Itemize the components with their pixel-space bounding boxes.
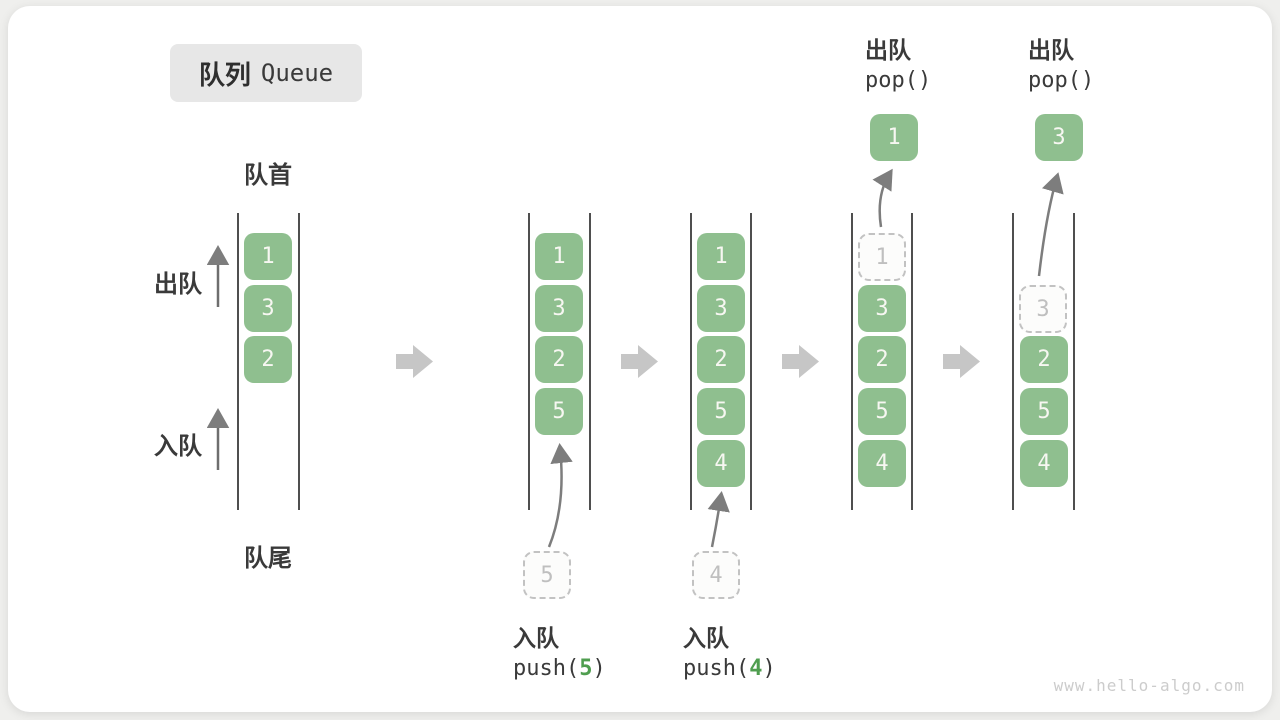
queue-item: 2 [697, 336, 745, 383]
op-label-zh: 出队 [1028, 37, 1074, 63]
incoming-item: 5 [523, 551, 571, 599]
label-queue-rear: 队尾 [244, 545, 292, 572]
op-arg: 5 [579, 656, 593, 681]
queue-item: 4 [858, 440, 906, 487]
op-close: ) [592, 656, 606, 681]
queue-item: 5 [535, 388, 583, 435]
ghost-item: 3 [1019, 285, 1067, 333]
op-label-zh: 入队 [683, 625, 729, 651]
queue-item: 1 [697, 233, 745, 280]
ghost-item: 1 [858, 233, 906, 281]
label-dequeue: 出队 [154, 271, 202, 298]
watermark: www.hello-algo.com [1053, 676, 1245, 695]
queue-wall-left [237, 213, 239, 510]
op-fn: push( [513, 656, 580, 681]
queue-item: 5 [697, 388, 745, 435]
queue-item: 2 [1020, 336, 1068, 383]
queue-item: 4 [697, 440, 745, 487]
queue-wall-left [528, 213, 530, 510]
op-arg: 4 [749, 656, 763, 681]
queue-item: 5 [858, 388, 906, 435]
queue-item: 1 [535, 233, 583, 280]
popped-item: 1 [870, 114, 918, 161]
title-en: Queue [260, 59, 334, 87]
op-label-code: pop() [865, 68, 932, 93]
op-label-code: push(4) [683, 656, 776, 681]
queue-item: 3 [535, 285, 583, 332]
op-label-code: push(5) [513, 656, 606, 681]
op-close: ) [762, 656, 776, 681]
queue-item: 5 [1020, 388, 1068, 435]
queue-wall-left [690, 213, 692, 510]
queue-item: 3 [244, 285, 292, 332]
label-queue-front: 队首 [244, 162, 292, 189]
op-label-code: pop() [1028, 68, 1095, 93]
queue-item: 2 [244, 336, 292, 383]
queue-wall-left [851, 213, 853, 510]
queue-wall-right [589, 213, 591, 510]
op-label-zh: 出队 [865, 37, 911, 63]
queue-wall-right [750, 213, 752, 510]
queue-wall-right [911, 213, 913, 510]
label-enqueue: 入队 [154, 433, 202, 460]
diagram-card [8, 6, 1272, 712]
queue-wall-right [298, 213, 300, 510]
queue-item: 3 [697, 285, 745, 332]
queue-item: 1 [244, 233, 292, 280]
queue-item: 2 [535, 336, 583, 383]
title-zh: 队列 [198, 59, 251, 90]
incoming-item: 4 [692, 551, 740, 599]
queue-item: 4 [1020, 440, 1068, 487]
queue-item: 2 [858, 336, 906, 383]
title-badge: 队列 Queue [170, 44, 362, 102]
popped-item: 3 [1035, 114, 1083, 161]
queue-item: 3 [858, 285, 906, 332]
op-label-zh: 入队 [513, 625, 559, 651]
op-fn: push( [683, 656, 750, 681]
queue-wall-left [1012, 213, 1014, 510]
queue-wall-right [1073, 213, 1075, 510]
